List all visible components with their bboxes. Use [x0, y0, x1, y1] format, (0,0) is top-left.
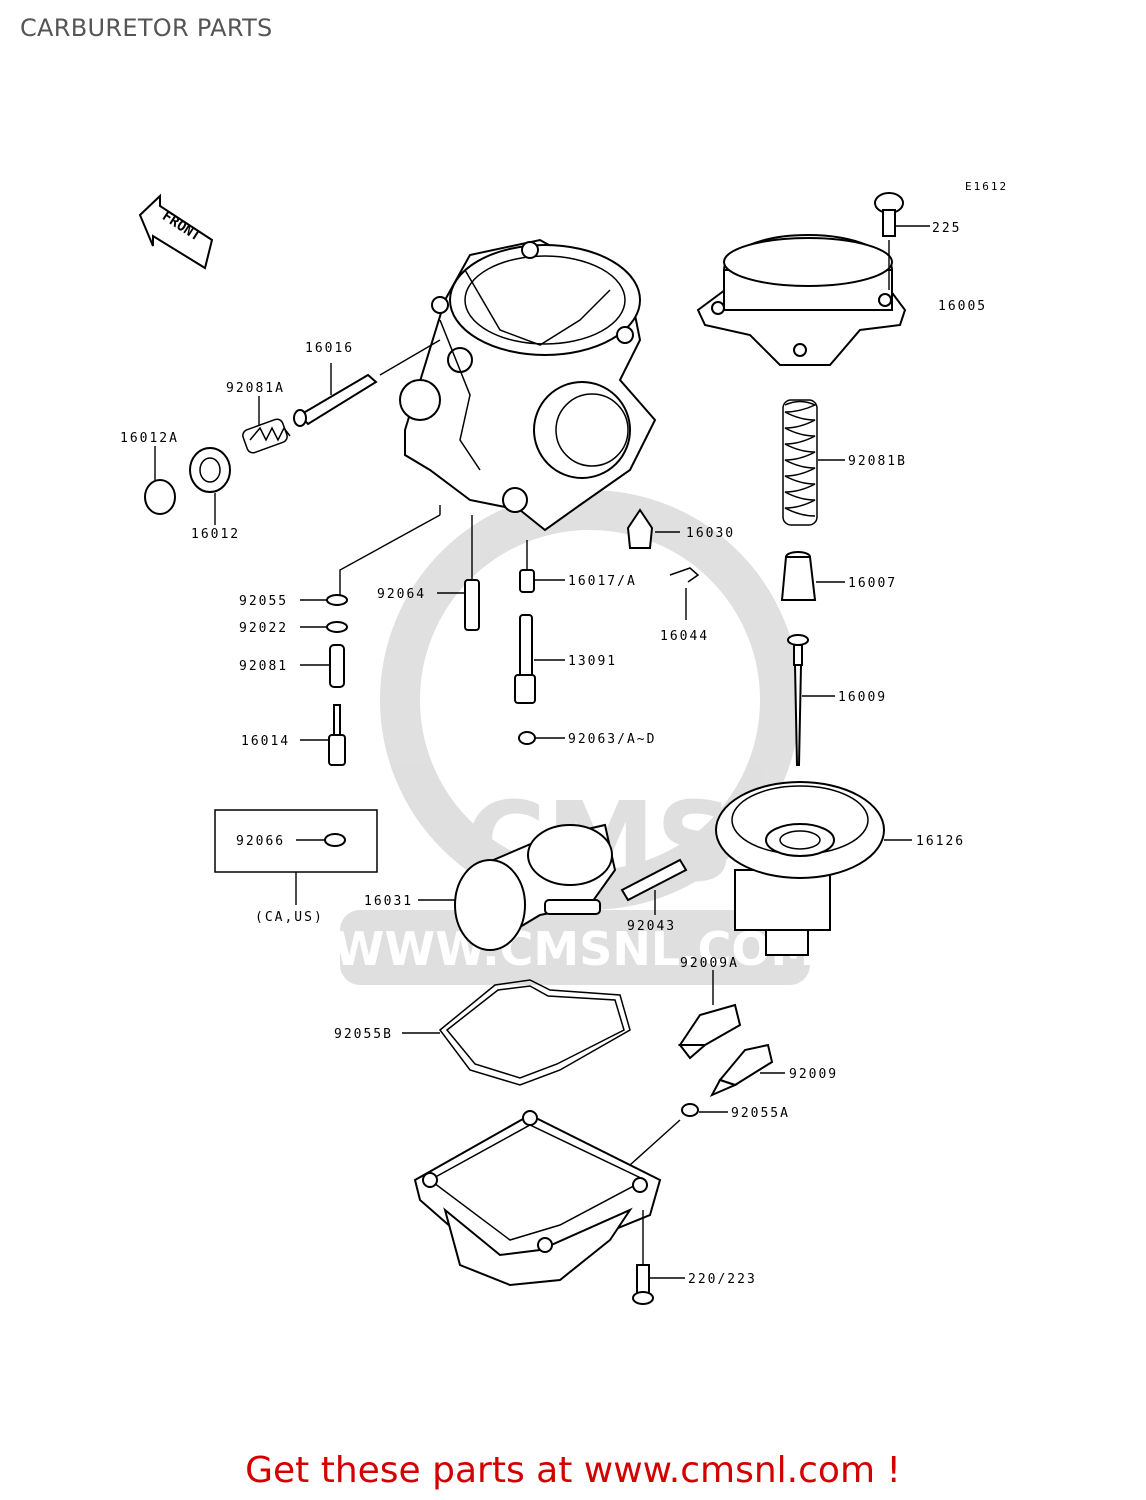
label-16007: 16007: [848, 576, 897, 591]
screw-225: [874, 192, 930, 290]
screw-92009: [709, 1043, 785, 1098]
float-valve-16030: [626, 508, 680, 549]
label-92081b: 92081B: [848, 454, 907, 469]
needle-16009: [787, 634, 835, 766]
label-92055b: 92055B: [334, 1027, 393, 1042]
label-16014: 16014: [241, 734, 290, 749]
carburetor-body: [399, 238, 657, 532]
throttle-16031: [418, 823, 617, 951]
pin-92043: [620, 858, 688, 915]
pilot-screw-16016: [293, 339, 441, 427]
jet-column-left: [300, 505, 441, 766]
label-220-223: 220/223: [688, 1272, 757, 1287]
gasket-92055b: [402, 979, 631, 1086]
label-16031: 16031: [364, 894, 413, 909]
label-92043: 92043: [627, 919, 676, 934]
label-92063: 92063/A~D: [568, 732, 656, 747]
spring-92081a: [242, 396, 291, 454]
screw-220: [632, 1210, 685, 1305]
label-225: 225: [932, 221, 961, 236]
label-92066: 92066: [236, 834, 285, 849]
label-13091: 13091: [568, 654, 617, 669]
footer-link[interactable]: Get these parts at www.cmsnl.com !: [245, 1450, 901, 1491]
label-92055: 92055: [239, 594, 288, 609]
label-16009: 16009: [838, 690, 887, 705]
label-92081a: 92081A: [226, 381, 285, 396]
label-16017a: 16017/A: [568, 574, 637, 589]
oring-92055a: [629, 1103, 728, 1166]
float-bowl: [413, 1110, 662, 1287]
label-16012a: 16012A: [120, 431, 179, 446]
label-16044: 16044: [660, 629, 709, 644]
label-ca-us: (CA,US): [255, 910, 324, 925]
plug-16012: [189, 447, 231, 525]
front-arrow-icon: FRONT: [138, 193, 214, 270]
box-92066: [214, 809, 378, 905]
label-16016: 16016: [305, 341, 354, 356]
diaphragm-16126: [715, 781, 912, 956]
label-16126: 16126: [916, 834, 965, 849]
label-92022: 92022: [239, 621, 288, 636]
top-cover: [696, 234, 907, 366]
label-16030: 16030: [686, 526, 735, 541]
cap-16012a: [144, 446, 176, 515]
label-16012: 16012: [191, 527, 240, 542]
label-92009a: 92009A: [680, 956, 739, 971]
clip-16044: [669, 567, 700, 620]
jet-column-center: [437, 515, 565, 745]
label-16005: 16005: [938, 299, 987, 314]
label-92081: 92081: [239, 659, 288, 674]
spring-92081b: [782, 399, 845, 526]
holder-16007: [780, 551, 845, 601]
screw-92009a: [677, 970, 742, 1060]
page-title: CARBURETOR PARTS: [20, 14, 273, 42]
label-92064: 92064: [377, 587, 426, 602]
carburetor-diagram: WWW.CMSNL.COM CMS E1612 FRONT: [120, 180, 1008, 1305]
diagram-code: E1612: [965, 180, 1008, 193]
label-92009: 92009: [789, 1067, 838, 1082]
label-92055a: 92055A: [731, 1106, 790, 1121]
